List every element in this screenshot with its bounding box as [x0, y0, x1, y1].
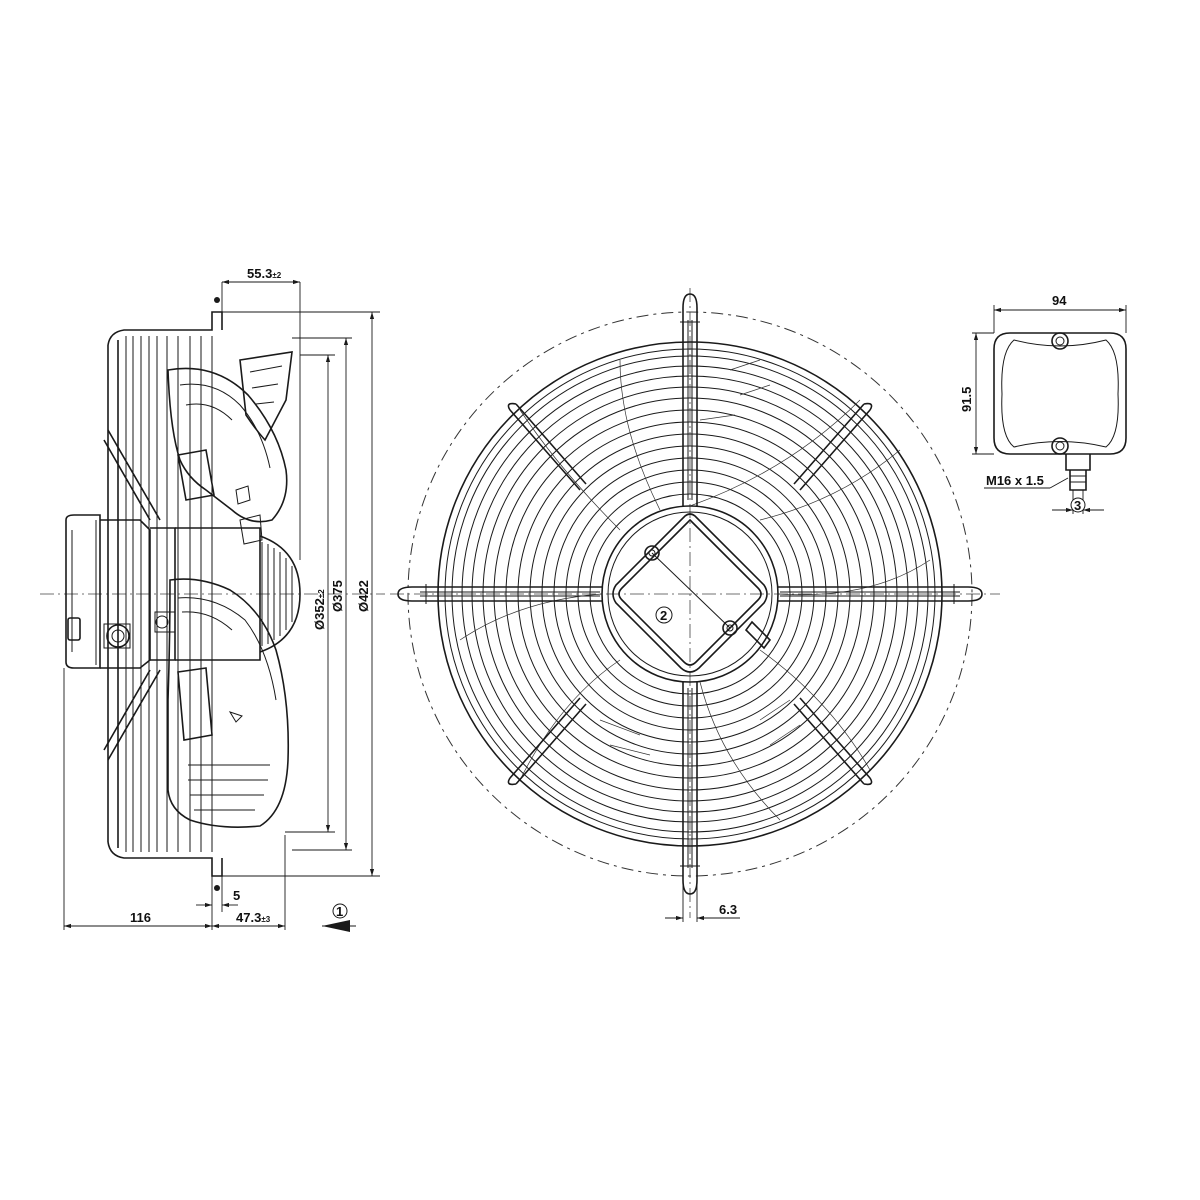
callout-1: 1 — [322, 903, 356, 932]
dim-47-3: 47.3±3 — [236, 910, 271, 925]
svg-text:2: 2 — [660, 608, 667, 623]
guard-bar-diagonal — [507, 402, 873, 786]
label-m16-thread: M16 x 1.5 — [986, 473, 1044, 488]
dim-116: 116 — [130, 910, 151, 925]
guard-wires — [125, 336, 213, 852]
motor-terminal-box-side — [65, 514, 151, 669]
terminal-box-front — [612, 513, 772, 673]
dim-55-3: 55.3±2 — [247, 266, 282, 281]
callout-2: 2 — [655, 606, 673, 624]
dim-d375: Ø375 — [330, 580, 345, 612]
motor-hub-side — [150, 527, 301, 661]
terminal-box-detail: 94 91.5 M16 x 1.5 3 — [959, 293, 1127, 514]
dim-d422: Ø422 — [356, 580, 371, 612]
dim-94: 94 — [1052, 293, 1067, 308]
blade-upper — [167, 351, 293, 545]
dim-6-3: 6.3 — [719, 902, 737, 917]
svg-text:1: 1 — [336, 904, 343, 919]
blade-lower — [167, 578, 290, 828]
dim-91-5: 91.5 — [959, 387, 974, 412]
side-view: 55.3±2 Ø352±2 Ø375 Ø422 5 116 47.3±3 — [40, 266, 385, 932]
callout-3: 3 — [1070, 497, 1086, 513]
svg-text:3: 3 — [1074, 498, 1081, 513]
guard-bar-horizontal — [397, 584, 983, 604]
dim-5: 5 — [233, 888, 240, 903]
dim-d352: Ø352±2 — [312, 589, 327, 630]
front-view: 2 6.3 — [390, 288, 1000, 922]
